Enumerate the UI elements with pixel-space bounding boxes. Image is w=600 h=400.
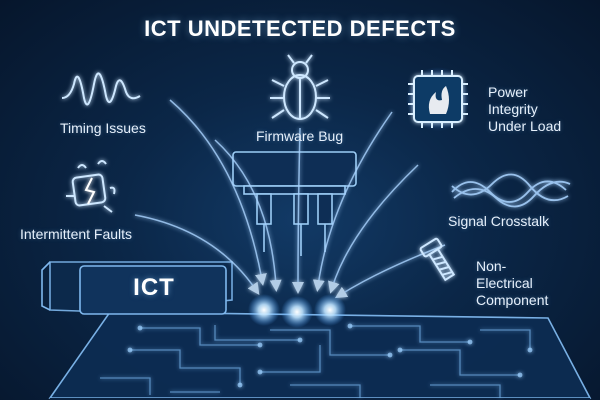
waveform-icon	[61, 72, 141, 106]
diagram-title: ICT UNDETECTED DEFECTS	[144, 16, 456, 41]
label-intermittent-faults: Intermittent Faults	[20, 226, 133, 242]
cracked-component-icon	[66, 160, 116, 213]
probe-head	[232, 151, 357, 256]
label-power-line-3: Under Load	[488, 118, 562, 134]
label-power-line-1: Power	[488, 84, 528, 100]
ict-fixture	[41, 261, 233, 315]
label-signal-crosstalk: Signal Crosstalk	[448, 213, 550, 229]
label-firmware-bug: Firmware Bug	[256, 128, 344, 144]
hot-chip-icon	[406, 67, 470, 131]
label-non-electrical-line-3: Component	[476, 292, 549, 308]
ict-machine-label: ICT	[133, 274, 175, 301]
label-non-electrical-line-2: Electrical	[476, 275, 533, 291]
label-timing-issues: Timing Issues	[60, 120, 146, 136]
pcb-board	[48, 311, 592, 400]
label-non-electrical-component: Non- Electrical Component	[476, 258, 548, 309]
label-power-line-2: Integrity	[488, 101, 538, 117]
bug-icon	[270, 54, 330, 120]
label-non-electrical-line-1: Non-	[476, 258, 507, 274]
contact-sparks	[248, 294, 346, 328]
defect-arrows	[134, 99, 446, 299]
tangled-signal-icon	[451, 173, 571, 208]
screw-icon	[419, 237, 456, 282]
label-power-integrity: Power Integrity Under Load	[488, 84, 561, 135]
